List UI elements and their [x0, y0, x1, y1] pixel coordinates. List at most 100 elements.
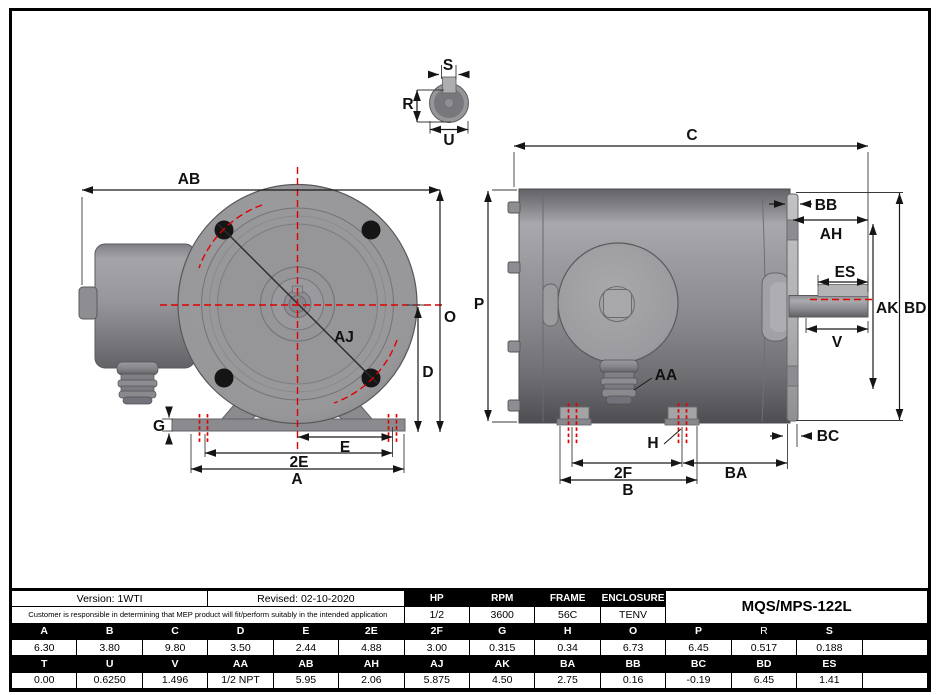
dim-value-cell: 3.00 — [404, 640, 470, 657]
mounting-feet-side — [556, 406, 700, 426]
dim-header-cell: AB — [273, 656, 340, 673]
dim-header-cell: V — [142, 656, 209, 673]
dim-value-cell: 5.95 — [273, 672, 340, 689]
dim-value-cell: 1.41 — [797, 672, 863, 689]
dim-value-cell: -0.19 — [666, 672, 732, 689]
disclaimer-text: Customer is responsible in determining t… — [12, 607, 405, 624]
dim-header-cell: D — [208, 623, 274, 640]
dim-value-cell: 5.875 — [404, 672, 470, 689]
dim-label-e: E — [340, 439, 350, 456]
dim-label-ab: AB — [178, 171, 200, 188]
spec-header-frame: FRAME — [535, 591, 601, 608]
dim-label-ba: BA — [725, 465, 747, 482]
dim-header-cell: AJ — [404, 656, 470, 673]
bolt-circle-arc-top — [198, 204, 263, 269]
dim-header-cell: R — [731, 623, 798, 640]
dim-header-cell — [862, 656, 928, 673]
dim-value-cell: 0.00 — [12, 672, 78, 689]
dim-header-cell: G — [470, 623, 536, 640]
dim-header-cell: E — [273, 623, 340, 640]
shaft-end-view: S R U — [402, 57, 470, 149]
dim-value-cell: 0.34 — [535, 640, 601, 657]
title-block: Version: 1WTI Revised: 02-10-2020 HP RPM… — [12, 588, 928, 689]
dim-value-cell: 2.75 — [535, 672, 601, 689]
foot-hole-marks-side — [567, 403, 688, 444]
dim-header-cell: B — [77, 623, 143, 640]
dim-label-ak: AK — [876, 300, 899, 317]
dim-header-cell — [862, 623, 928, 640]
dim-value-cell: 0.188 — [797, 640, 863, 657]
dim-header-cell: C — [142, 623, 209, 640]
dim-value-cell: 6.45 — [731, 672, 798, 689]
spec-value-frame: 56C — [535, 607, 601, 624]
dim-value-cell — [862, 672, 928, 689]
junction-box-plug — [603, 289, 632, 318]
dim-header-cell: T — [12, 656, 78, 673]
dim-header-cell: P — [666, 623, 732, 640]
dim-header-cell: BA — [535, 656, 601, 673]
dim-value-cell: 0.517 — [731, 640, 798, 657]
dim-label-d: D — [422, 364, 433, 381]
model-number: MQS/MPS-122L — [666, 591, 928, 624]
conduit-fitting-front — [116, 361, 159, 405]
dim-value-cell — [862, 640, 928, 657]
shaft — [788, 295, 869, 318]
dim-header-cell: ES — [797, 656, 863, 673]
housing-bolts — [507, 201, 521, 412]
dim-header-cell: O — [600, 623, 667, 640]
dim-value-cell: 6.73 — [600, 640, 667, 657]
side-view: C P BB AH ES AK BD V AA — [474, 127, 927, 499]
dim-header-cell: BC — [666, 656, 732, 673]
dim-value-cell: 6.45 — [666, 640, 732, 657]
dim-header-cell: 2F — [404, 623, 470, 640]
dim-header-cell: A — [12, 623, 78, 640]
dim-label-o: O — [444, 309, 456, 326]
dim-label-s: S — [443, 57, 453, 74]
dim-value-cell: 4.88 — [339, 640, 405, 657]
dim-label-bb: BB — [815, 197, 837, 214]
dim-label-u: U — [443, 132, 454, 149]
dim-label-p: P — [474, 296, 484, 313]
dim-value-cell: 9.80 — [142, 640, 209, 657]
dim-value-cell: 4.50 — [470, 672, 536, 689]
conduit-fitting-side — [599, 359, 639, 405]
dim-header-cell: AH — [339, 656, 405, 673]
spec-header-enclosure: ENCLOSURE — [600, 591, 667, 608]
dim-value-cell: 2.06 — [339, 672, 405, 689]
dim-label-bd: BD — [904, 300, 926, 317]
dim-label-es: ES — [835, 264, 856, 281]
dim-value-cell: 1.496 — [142, 672, 209, 689]
bolt-holes — [214, 220, 381, 388]
dim-value-cell: 2.44 — [273, 640, 340, 657]
dim-label-a: A — [291, 471, 302, 488]
dim-label-g: G — [153, 418, 165, 435]
dim-header-cell: AK — [470, 656, 536, 673]
spec-value-enclosure: TENV — [600, 607, 667, 624]
dim-label-c: C — [686, 127, 697, 144]
dim-label-aj: AJ — [334, 329, 354, 346]
dim-value-cell: 3.80 — [77, 640, 143, 657]
dim-header-cell: BD — [731, 656, 798, 673]
dim-header-cell: H — [535, 623, 601, 640]
dim-value-cell: 6.30 — [12, 640, 78, 657]
dim-label-h: H — [647, 435, 658, 452]
junction-box-nub — [78, 286, 98, 320]
version-cell: Version: 1WTI — [12, 591, 209, 608]
dim-label-aa: AA — [655, 367, 677, 384]
dim-header-cell: U — [77, 656, 143, 673]
spec-header-rpm: RPM — [470, 591, 536, 608]
dim-value-cell: 0.315 — [470, 640, 536, 657]
dim-header-cell: AA — [208, 656, 274, 673]
front-view: AB O D AJ G E 2E A — [78, 167, 456, 488]
dim-label-b: B — [622, 482, 633, 499]
spec-value-hp: 1/2 — [404, 607, 470, 624]
dim-value-cell: 1/2 NPT — [208, 672, 274, 689]
dim-label-ah: AH — [820, 226, 842, 243]
dim-label-r: R — [402, 96, 413, 113]
dim-label-v: V — [832, 334, 843, 351]
dim-label-bc: BC — [817, 428, 839, 445]
motor-drawing: AB O D AJ G E 2E A — [78, 57, 927, 499]
key-section — [442, 76, 457, 94]
dim-value-cell: 3.50 — [208, 640, 274, 657]
sheet-border: AB O D AJ G E 2E A — [9, 8, 931, 692]
